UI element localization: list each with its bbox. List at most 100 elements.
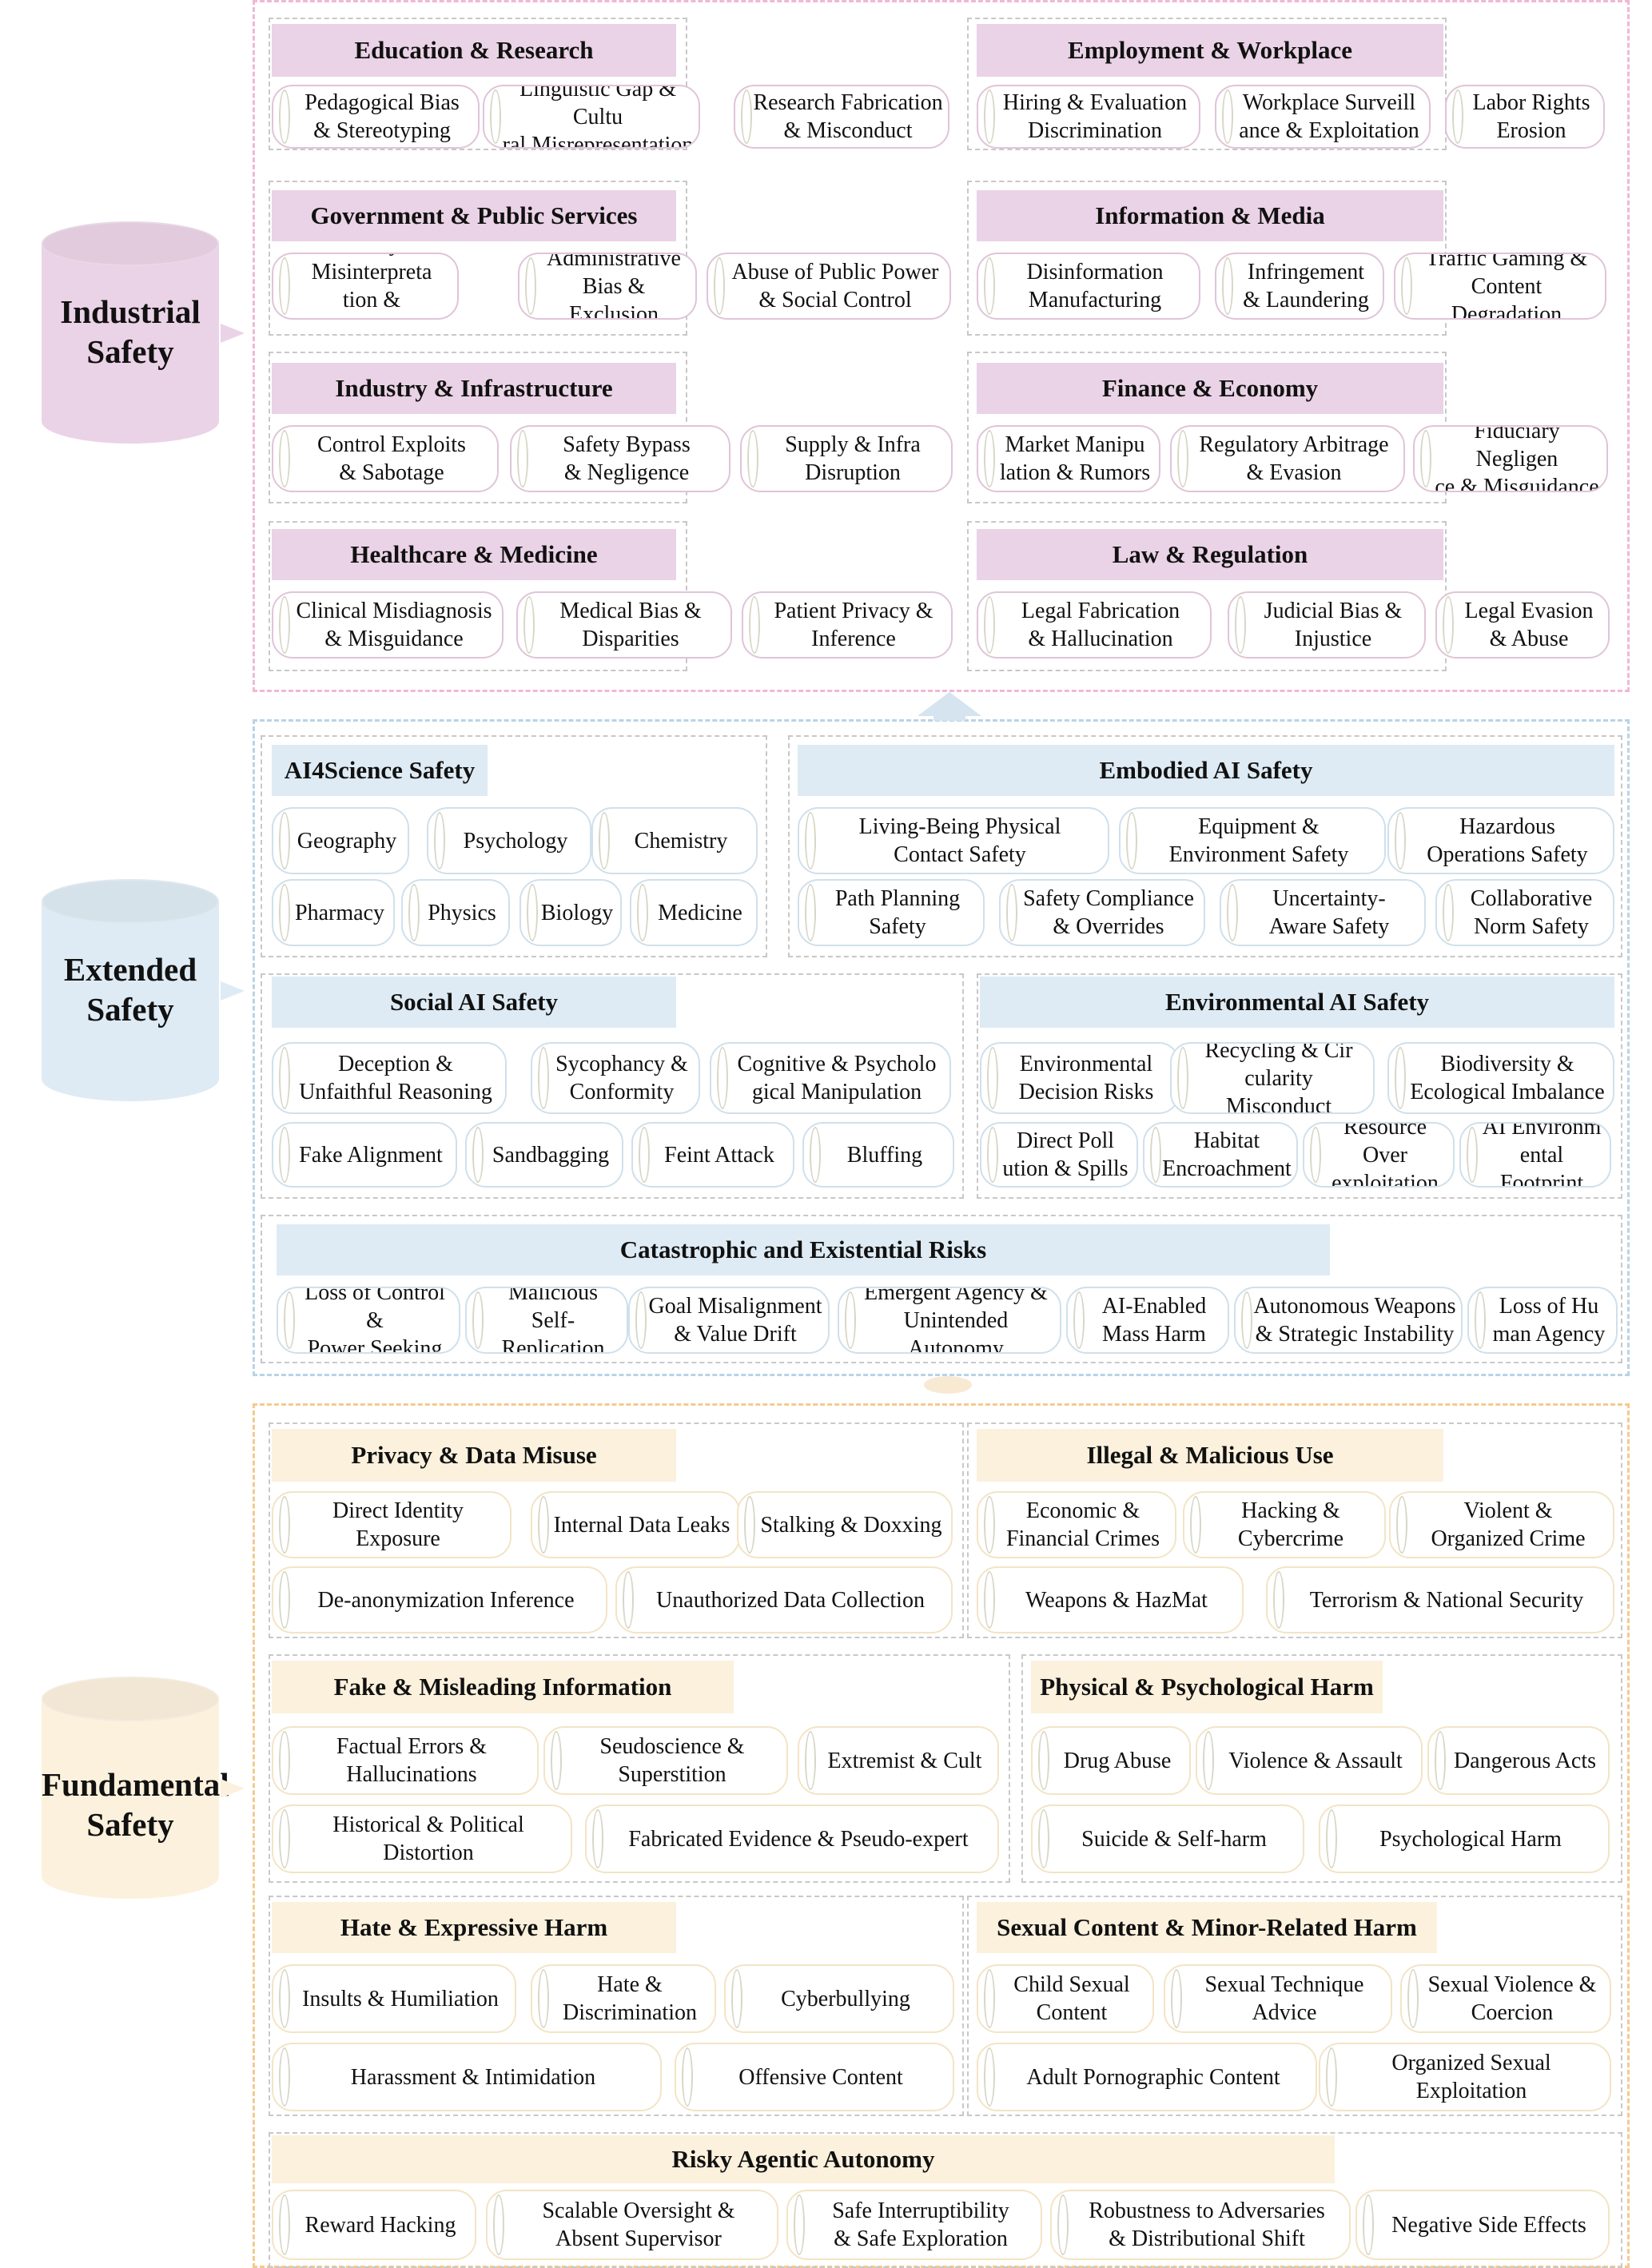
- risk-item: Violent & Organized Crime: [1389, 1491, 1614, 1558]
- risk-item: Chemistry: [591, 807, 758, 874]
- section-extended-2: [261, 973, 964, 1199]
- database-top: [42, 1677, 219, 1721]
- risk-item-label: Violent & Organized Crime: [1431, 1498, 1586, 1551]
- risk-item: Control Exploits & Sabotage: [272, 425, 499, 492]
- section-extended-1: [788, 735, 1622, 957]
- risk-item: Hate & Discrimination: [531, 1964, 716, 2033]
- risk-item-label: Legal Evasion & Abuse: [1464, 599, 1594, 651]
- section-title: Law & Regulation: [977, 529, 1443, 580]
- risk-item: AI-Enabled Mass Harm: [1066, 1287, 1229, 1354]
- risk-item: Psychology: [427, 807, 591, 874]
- tier-industrial-arrow: [221, 324, 245, 343]
- risk-item: Fake Alignment: [272, 1122, 457, 1188]
- risk-item: Sexual Violence & Coercion: [1400, 1964, 1611, 2033]
- risk-item: Autonomous Weapons & Strategic Instabili…: [1234, 1287, 1463, 1354]
- risk-item-label: Extremist & Cult: [827, 1748, 982, 1773]
- risk-item: Geography: [272, 807, 409, 874]
- risk-item-label: Cyberbullying: [781, 1986, 910, 2011]
- risk-item: Fiduciary Negligen ce & Misguidance: [1413, 425, 1608, 492]
- risk-item-label: Economic & Financial Crimes: [1005, 1498, 1160, 1551]
- risk-item-label: Sandbagging: [492, 1142, 610, 1168]
- section-title: Finance & Economy: [977, 363, 1443, 414]
- risk-item: Cyberbullying: [724, 1964, 954, 2033]
- risk-item-label: Loss of Hu man Agency: [1492, 1294, 1606, 1347]
- risk-item: Historical & Political Distortion: [272, 1804, 572, 1873]
- risk-item-label: Sexual Violence & Coercion: [1427, 1972, 1597, 2025]
- risk-item: Labor Rights Erosion: [1445, 85, 1605, 149]
- section-fundamental-3: [1021, 1654, 1622, 1883]
- risk-item: Terrorism & National Security: [1266, 1566, 1614, 1633]
- tier-extended-arrow: [221, 981, 245, 1001]
- risk-item-label: Regulatory Arbitrage & Evasion: [1199, 432, 1389, 485]
- risk-item: Direct Identity Exposure: [272, 1491, 512, 1558]
- risk-item-label: Loss of Control & Power Seeking: [305, 1287, 445, 1354]
- risk-item: Bluffing: [802, 1122, 954, 1188]
- risk-item-label: Stalking & Doxxing: [760, 1512, 942, 1538]
- risk-item-label: Abuse of Public Power & Social Control: [731, 260, 939, 312]
- section-fundamental-6: [269, 2132, 1622, 2268]
- risk-item-label: Sycophancy & Conformity: [555, 1052, 688, 1104]
- section-title: Embodied AI Safety: [798, 745, 1614, 796]
- tier-fundamental-arrow: [221, 1779, 245, 1798]
- risk-item: Path Planning Safety: [798, 879, 985, 946]
- risk-item-label: Direct Identity Exposure: [332, 1498, 464, 1551]
- database-body: [42, 244, 219, 421]
- risk-item-label: Terrorism & National Security: [1309, 1587, 1584, 1613]
- database-bottom: [42, 399, 219, 444]
- risk-item: Medical Bias & Disparities: [516, 591, 732, 659]
- risk-item-label: Environmental Decision Risks: [1018, 1052, 1154, 1104]
- risk-item-label: Fabricated Evidence & Pseudo-expert: [628, 1826, 969, 1852]
- section-title: AI4Science Safety: [272, 745, 488, 796]
- risk-item: Suicide & Self-harm: [1031, 1804, 1304, 1873]
- tier-extended-label: Extended Safety: [63, 951, 197, 1028]
- risk-item-label: Cognitive & Psycholo gical Manipulation: [737, 1052, 937, 1104]
- risk-item-label: Policy Misinterpreta tion & Misguidance: [311, 254, 432, 318]
- risk-item-label: Psychological Harm: [1379, 1826, 1562, 1852]
- database-bottom: [42, 1056, 219, 1101]
- section-title: Fake & Misleading Information: [272, 1661, 734, 1713]
- risk-item-label: Legal Fabrication & Hallucination: [1021, 599, 1180, 651]
- tier-industrial-frame: [253, 0, 1630, 692]
- tier-extended-database: Extended Safety: [42, 879, 219, 1101]
- risk-item-label: Hazardous Operations Safety: [1427, 814, 1588, 867]
- risk-item: Reward Hacking: [272, 2190, 476, 2260]
- risk-item-label: Dangerous Acts: [1453, 1748, 1597, 1773]
- risk-item-label: Bluffing: [846, 1142, 923, 1168]
- section-fundamental-0: [269, 1422, 964, 1638]
- risk-item-label: Medicine: [658, 900, 742, 925]
- risk-item-label: Adult Pornographic Content: [1026, 2064, 1280, 2090]
- risk-item: Medicine: [630, 879, 758, 946]
- risk-item-label: Weapons & HazMat: [1025, 1587, 1208, 1613]
- risk-item: Sandbagging: [465, 1122, 623, 1188]
- risk-item-label: Emergent Agency & Unintended Autonomy: [864, 1287, 1048, 1354]
- risk-item: De-anonymization Inference: [272, 1566, 607, 1633]
- risk-item-label: Research Fabrication & Misconduct: [753, 90, 943, 143]
- risk-item-label: Sexual Technique Advice: [1204, 1972, 1364, 2025]
- risk-item: Infringement & Laundering: [1215, 253, 1384, 320]
- section-fundamental-4: [269, 1896, 964, 2116]
- risk-item: Loss of Hu man Agency: [1467, 1287, 1618, 1354]
- risk-item: Policy Misinterpreta tion & Misguidance: [272, 253, 459, 320]
- risk-item-label: Control Exploits & Sabotage: [317, 432, 466, 485]
- risk-item: Malicious Self- Replication: [465, 1287, 628, 1354]
- risk-item: Physics: [401, 879, 510, 946]
- section-industrial-0: [269, 18, 687, 150]
- risk-item: Seudoscience & Superstition: [543, 1726, 788, 1795]
- risk-item-label: Hacking & Cybercrime: [1237, 1498, 1344, 1551]
- risk-item-label: Fake Alignment: [299, 1142, 443, 1168]
- risk-item: Regulatory Arbitrage & Evasion: [1170, 425, 1405, 492]
- section-title: Government & Public Services: [272, 190, 676, 241]
- section-title: Healthcare & Medicine: [272, 529, 676, 580]
- risk-item-label: Workplace Surveill ance & Exploitation: [1239, 90, 1419, 143]
- arrow-extended-to-industrial: [918, 692, 981, 716]
- risk-item: Habitat Encroachment: [1143, 1122, 1298, 1188]
- risk-item: Violence & Assault: [1196, 1726, 1423, 1795]
- risk-item: Sycophancy & Conformity: [531, 1042, 700, 1114]
- risk-item: Child Sexual Content: [977, 1964, 1154, 2033]
- risk-item: Resource Over exploitation: [1303, 1122, 1455, 1188]
- risk-item-label: Collaborative Norm Safety: [1470, 886, 1593, 939]
- risk-item: Loss of Control & Power Seeking: [277, 1287, 460, 1354]
- risk-item-label: Factual Errors & Hallucinations: [336, 1734, 488, 1787]
- risk-item-label: Biology: [540, 900, 614, 925]
- section-title: Information & Media: [977, 190, 1443, 241]
